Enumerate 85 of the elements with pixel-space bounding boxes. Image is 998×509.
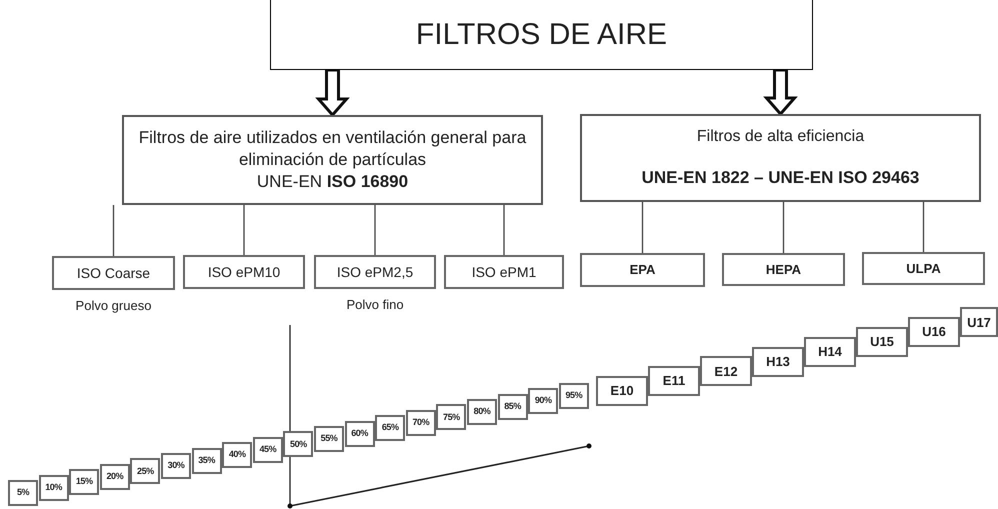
connector-line — [782, 202, 784, 253]
box-label: H13 — [766, 352, 790, 371]
box-label: E11 — [662, 372, 686, 390]
filter-grade-box — [700, 356, 752, 386]
efficiency-step-box — [436, 404, 466, 430]
filter-grade-box — [648, 366, 700, 396]
box-label: ISO Coarse — [76, 264, 150, 282]
filter-class-box — [183, 255, 305, 289]
box-label: 10% — [45, 480, 62, 494]
box-label: 45% — [259, 443, 276, 456]
box-label: 90% — [534, 394, 552, 408]
filter-grade-box — [856, 327, 908, 357]
box-label: UNE-EN 1822 – UNE-EN ISO 29463 — [642, 167, 920, 190]
filter-grade-box — [596, 376, 648, 406]
box-label: 20% — [106, 470, 124, 484]
connector-line — [374, 205, 376, 255]
category-box — [580, 114, 981, 202]
filter-grade-box — [752, 346, 804, 377]
box-label: U15 — [870, 333, 894, 352]
box-label: 80% — [474, 405, 490, 418]
efficiency-step-box — [192, 448, 222, 474]
connector-line — [503, 205, 505, 255]
box-label: FILTROS DE AIRE — [416, 16, 668, 52]
box-label: Filtros de alta eficiencia — [696, 127, 864, 148]
box-label: 35% — [198, 454, 215, 467]
caption-text: Polvo grueso — [76, 297, 152, 315]
efficiency-step-box — [314, 426, 344, 452]
efficiency-step-box — [100, 464, 130, 490]
connector-line — [243, 205, 245, 255]
efficiency-step-box — [69, 469, 100, 496]
caption-text: Polvo fino — [346, 296, 404, 314]
box-label: ISO ePM10 — [208, 262, 280, 282]
efficiency-step-box — [558, 382, 589, 409]
box-label: UNE-EN ISO 16890 — [256, 171, 408, 193]
efficiency-step-box — [222, 442, 252, 468]
box-label: 75% — [443, 410, 460, 424]
efficiency-step-box — [375, 415, 406, 442]
connector-line — [922, 202, 924, 252]
connector-line — [112, 205, 114, 256]
box-label: U17 — [967, 314, 991, 332]
filter-class-box — [580, 253, 705, 287]
box-label: 65% — [382, 421, 399, 434]
hollow-arrow — [315, 68, 350, 118]
box-label: 5% — [16, 486, 30, 500]
efficiency-step-box — [252, 436, 283, 463]
title-box — [270, 0, 813, 70]
box-label: 25% — [137, 464, 154, 478]
filter-grade-box — [908, 317, 960, 348]
box-label: ISO ePM2,5 — [336, 262, 414, 282]
efficiency-step-box — [528, 388, 558, 414]
box-label: 50% — [290, 438, 307, 451]
box-label: 70% — [412, 416, 430, 430]
efficiency-step-box — [283, 431, 314, 458]
filter-class-box — [444, 255, 564, 289]
box-label: 85% — [504, 400, 521, 413]
box-label: HEPA — [766, 260, 802, 279]
efficiency-step-box — [38, 474, 69, 501]
box-label: U16 — [922, 323, 946, 342]
box-label: ULPA — [906, 260, 941, 278]
box-label: ISO ePM1 — [472, 262, 536, 282]
box-label: E12 — [714, 362, 738, 381]
filter-grade-box — [960, 307, 998, 338]
category-box — [122, 115, 543, 205]
box-label: 60% — [351, 426, 368, 440]
box-label: 40% — [228, 448, 246, 462]
hollow-arrow — [763, 68, 798, 116]
efficiency-step-box — [161, 453, 191, 479]
box-label: 15% — [76, 475, 93, 488]
efficiency-step-box — [344, 420, 375, 447]
box-label: 95% — [565, 389, 582, 402]
efficiency-step-box — [8, 480, 38, 506]
efficiency-step-box — [467, 399, 497, 425]
efficiency-step-box — [130, 458, 160, 484]
box-label: 55% — [320, 432, 338, 446]
efficiency-step-box — [406, 410, 436, 436]
efficiency-step-box — [498, 394, 528, 420]
box-label: H14 — [818, 343, 842, 362]
box-label: EPA — [630, 261, 656, 280]
filter-grade-box — [804, 336, 856, 367]
box-label: 30% — [168, 459, 184, 472]
box-label: E10 — [610, 382, 634, 400]
connector-line — [642, 202, 644, 253]
box-label: Filtros de aire utilizados en ventilación general para eliminación de partículas — [138, 127, 528, 171]
filter-class-box — [862, 252, 985, 285]
filter-class-box — [722, 253, 845, 286]
